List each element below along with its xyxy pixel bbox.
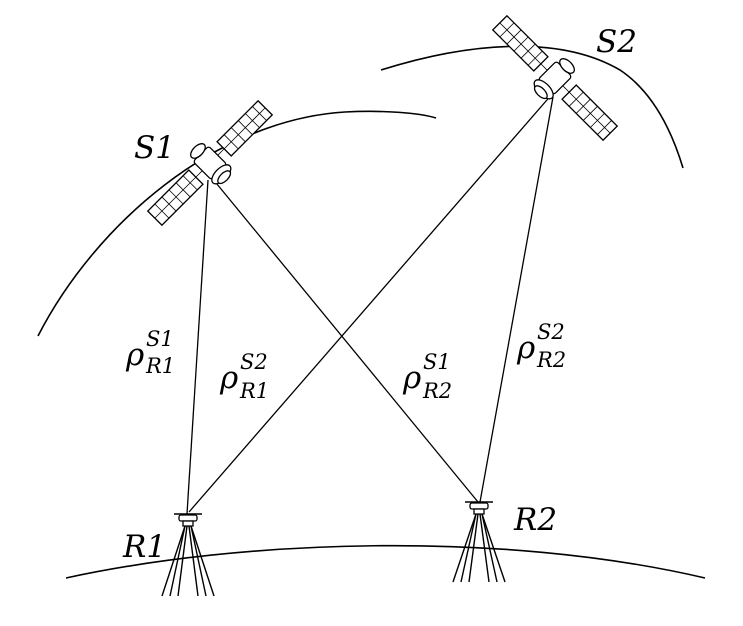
- range-label-r2-s1: ρ S1 R2: [402, 350, 452, 403]
- ray-s1-r2: [211, 177, 479, 503]
- earth-surface: [65, 544, 706, 579]
- satellite-s2-icon: [491, 14, 619, 142]
- range-symbol: ρ: [219, 360, 238, 396]
- range-symbol: ρ: [516, 330, 535, 366]
- ray-s2-r2: [479, 96, 554, 503]
- range-symbol: ρ: [125, 337, 144, 373]
- receiver-r1-icon: [161, 513, 215, 597]
- range-symbol: ρ: [402, 360, 421, 396]
- range-superscript: S1: [423, 350, 451, 374]
- range-subscript: R2: [422, 379, 452, 403]
- label-r2: R2: [513, 502, 557, 538]
- label-s1: S1: [134, 130, 175, 166]
- label-r1: R1: [122, 529, 166, 565]
- range-label-r1-s1: ρ S1 R1: [125, 327, 175, 378]
- label-s2: S2: [596, 24, 637, 60]
- range-superscript: S1: [146, 327, 174, 351]
- range-subscript: R1: [239, 379, 269, 403]
- ray-s2-r1: [188, 92, 554, 513]
- orbit-s1: [37, 110, 437, 337]
- range-superscript: S2: [240, 350, 268, 374]
- range-subscript: R1: [145, 354, 175, 378]
- range-label-r2-s2: ρ S2 R2: [516, 320, 566, 372]
- range-subscript: R2: [536, 348, 566, 372]
- receiver-r2-icon: [452, 501, 506, 583]
- range-label-r1-s2: ρ S2 R1: [219, 350, 269, 403]
- satellite-s1-icon: [146, 99, 274, 227]
- range-superscript: S2: [537, 320, 565, 344]
- orbit-s2: [380, 45, 684, 169]
- ray-s1-r1: [186, 179, 209, 515]
